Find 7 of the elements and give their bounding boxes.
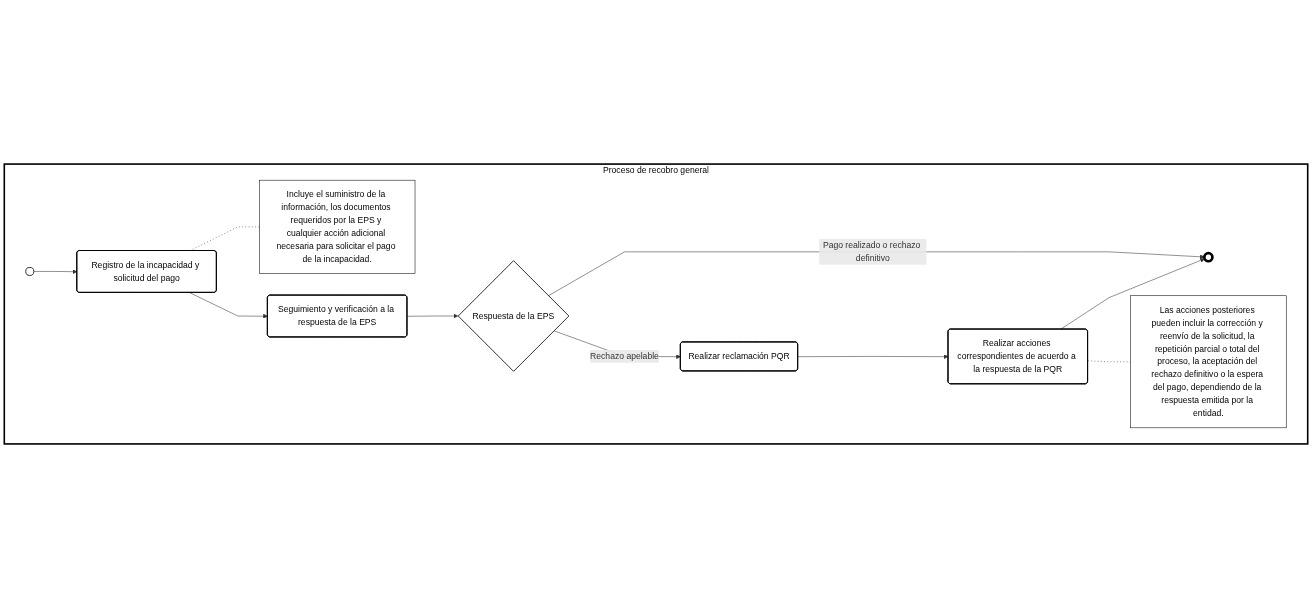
node-circle <box>25 267 35 276</box>
node-circle <box>1203 251 1214 263</box>
node-box: Incluye el suministro de la información, los documentos requeridos por la EPS y cualquier acción adicional necesaria para solicitar el pago de la incapacidad. <box>259 179 416 274</box>
node-diamond: Respuesta de la EPS <box>457 260 570 372</box>
edge-label: Pago realizado o rechazo definitivo <box>822 240 921 263</box>
edge-label: Rechazo apelable <box>590 351 659 361</box>
node-box: Las acciones posteriores pueden incluir la corrección y reenvío de la solicitud, la repetición parcial o total del proceso, la aceptación del rechazo definitivo o la espera del pago, dependiendo de la respuesta emitida por la entidad. <box>1130 295 1287 429</box>
